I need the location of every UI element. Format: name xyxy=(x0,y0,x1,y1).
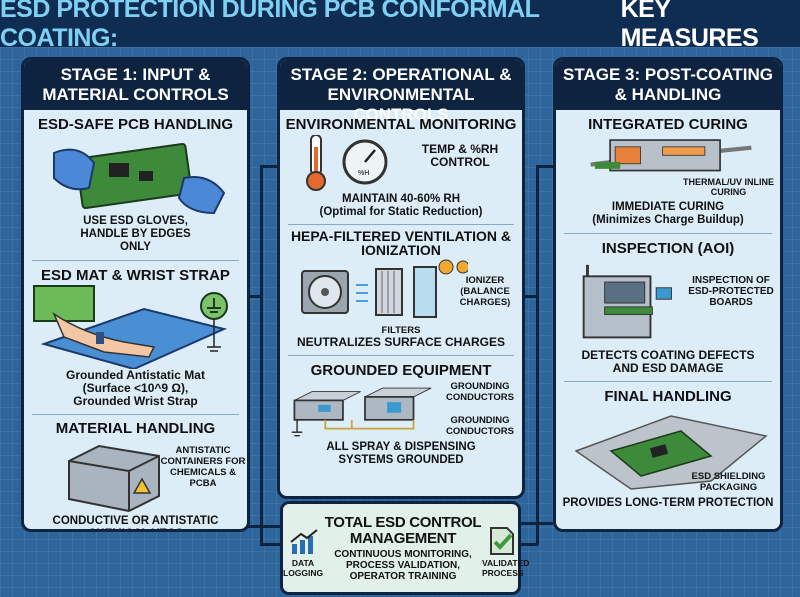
section-text: ALL SPRAY & DISPENSING SYSTEMS GROUNDED xyxy=(326,441,476,466)
section-title: GROUNDED EQUIPMENT xyxy=(310,362,492,379)
title-banner: ESD PROTECTION DURING PCB CONFORMAL COAT… xyxy=(0,0,800,52)
arrow-to-stage2 xyxy=(260,165,278,168)
fan-filter-ionizer-icon xyxy=(301,259,468,318)
callout: INSPECTION OF ESD-PROTECTED BOARDS xyxy=(688,275,774,308)
title-accent: KEY MEASURES xyxy=(620,0,759,52)
arrow-to-summary xyxy=(248,525,280,528)
curing-oven-icon xyxy=(590,139,752,172)
section-title: INSPECTION (AOI) xyxy=(601,240,735,257)
validated-check-icon xyxy=(490,527,514,555)
gloved-hands-pcb-icon xyxy=(53,142,226,215)
stage1-panel: STAGE 1: INPUT & MATERIAL CONTROLS ESD-S… xyxy=(21,57,250,532)
section-text: MAINTAIN 40-60% RH xyxy=(342,193,460,205)
callout: ESD SHIELDING PACKAGING xyxy=(691,471,766,493)
data-logging-chart-icon xyxy=(290,529,318,554)
antistatic-container-icon xyxy=(68,444,160,513)
stage2-header: STAGE 2: OPERATIONAL & ENVIRONMENTAL CON… xyxy=(280,60,522,124)
connector xyxy=(260,165,263,545)
filters-label: FILTERS xyxy=(381,325,421,336)
section-title: INTEGRATED CURING xyxy=(588,116,748,133)
section-subtext: (Optimal for Static Reduction) xyxy=(319,206,483,218)
esd-shielding-bag-icon xyxy=(574,415,768,490)
summary-box: DATA LOGGING VALIDATED PROCESS TOTAL ESD… xyxy=(280,501,530,595)
title-main: ESD PROTECTION DURING PCB CONFORMAL COAT… xyxy=(0,0,539,52)
section-title: ENVIRONMENTAL MONITORING xyxy=(285,116,517,133)
arrow-to-summary xyxy=(520,543,538,546)
callout: THERMAL/UV INLINE CURING xyxy=(683,177,774,197)
stage3-header: STAGE 3: POST-COATING & HANDLING xyxy=(556,60,780,110)
summary-text: CONTINUOUS MONITORING, PROCESS VALIDATIO… xyxy=(334,548,472,582)
callout: ANTISTATIC CONTAINERS FOR CHEMICALS & PC… xyxy=(160,445,246,489)
section-title: ESD-SAFE PCB HANDLING xyxy=(37,116,233,133)
aoi-machine-icon xyxy=(582,264,672,339)
section-title: HEPA-FILTERED VENTILATION & IONIZATION xyxy=(290,228,512,258)
gauge-label: %H xyxy=(358,170,369,177)
data-logging-label: DATA LOGGING xyxy=(283,558,324,578)
section-title: FINAL HANDLING xyxy=(604,388,732,405)
arrow-to-summary xyxy=(260,543,280,546)
connector xyxy=(536,165,539,545)
stage2-panel: STAGE 2: OPERATIONAL & ENVIRONMENTAL CON… xyxy=(277,57,525,499)
summary-title: TOTAL ESD CONTROL MANAGEMENT xyxy=(324,513,482,547)
thermometer-hygrometer-icon: %H xyxy=(306,135,388,191)
callout: GROUNDING CONDUCTORS xyxy=(446,381,514,403)
section-text: Grounded Antistatic Mat (Surface <10^9 Ω… xyxy=(66,368,205,408)
section-text: IMMEDIATE CURING xyxy=(611,201,725,213)
esd-mat-wrist-strap-icon xyxy=(33,285,228,369)
section-text: USE ESD GLOVES, HANDLE BY EDGES ONLY xyxy=(80,215,191,253)
section-title: MATERIAL HANDLING xyxy=(55,420,216,437)
callout: GROUNDING CONDUCTORS xyxy=(446,415,514,437)
section-text: NEUTRALIZES SURFACE CHARGES xyxy=(296,335,505,349)
grounded-equipment-icon xyxy=(291,387,432,437)
summary-center: TOTAL ESD CONTROL MANAGEMENT CONTINUOUS … xyxy=(321,506,485,590)
section-text: CONDUCTIVE OR ANTISTATIC CHEMICAL VECS xyxy=(52,515,219,529)
validated-process-label: VALIDATED PROCESS xyxy=(482,558,530,578)
callout: IONIZER (BALANCE CHARGES) xyxy=(459,275,511,308)
connector xyxy=(524,295,538,298)
arrow-to-stage3 xyxy=(536,165,553,168)
stage3-panel: STAGE 3: POST-COATING & HANDLING INTEGRA… xyxy=(553,57,783,532)
section-title: ESD MAT & WRIST STRAP xyxy=(41,267,230,284)
arrow-to-summary xyxy=(520,522,553,525)
section-text: PROVIDES LONG-TERM PROTECTION xyxy=(562,497,774,509)
callout: TEMP & %RH CONTROL xyxy=(421,142,499,169)
section-subtext: (Minimizes Charge Buildup) xyxy=(592,214,744,226)
connector xyxy=(248,295,262,298)
stage1-header: STAGE 1: INPUT & MATERIAL CONTROLS xyxy=(24,60,247,110)
section-text: DETECTS COATING DEFECTS AND ESD DAMAGE xyxy=(581,348,755,375)
